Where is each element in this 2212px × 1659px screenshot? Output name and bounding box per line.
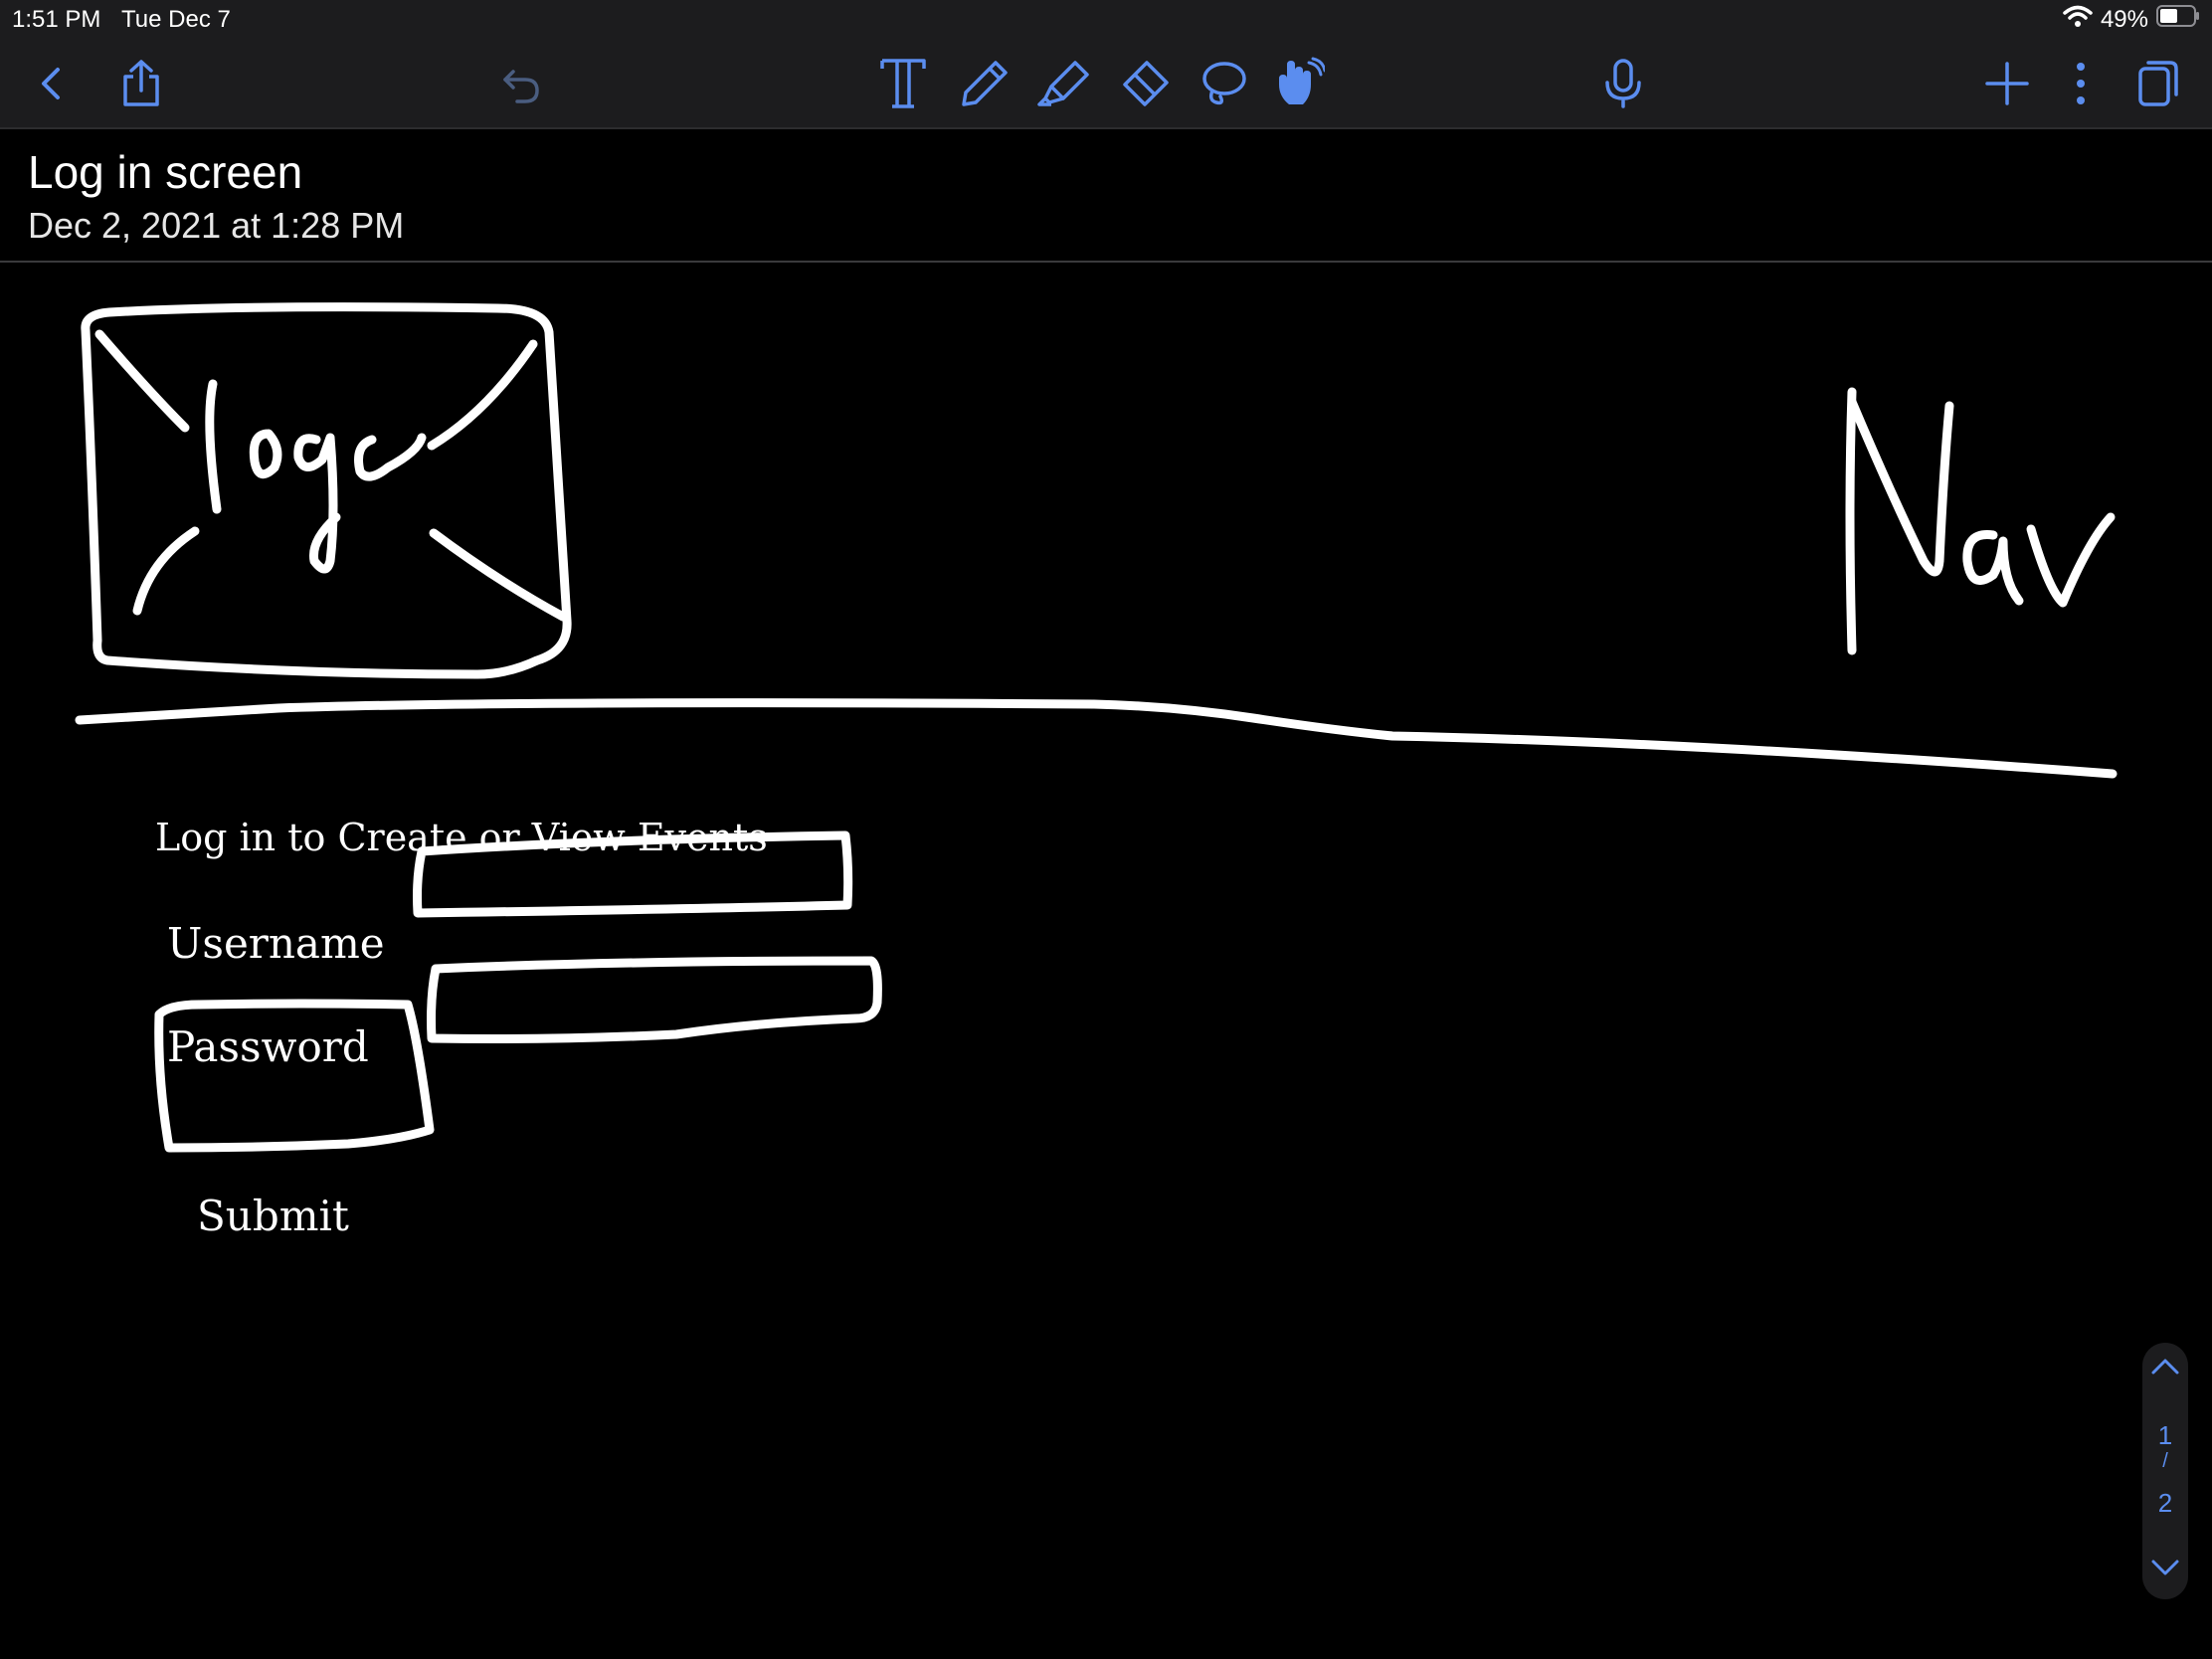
password-label: Password [167,1022,369,1071]
nav-handwriting [1962,530,2024,606]
nav-handwriting [1845,387,1857,655]
submit-box-sketch [154,999,435,1153]
nav-handwriting [2026,512,2116,608]
logo-box-sketch [427,339,538,451]
logo-handwriting [354,433,427,481]
note-title[interactable]: Log in screen [28,146,303,198]
touch-icon[interactable] [1269,54,1329,113]
logo-box-sketch [94,329,190,433]
password-box-sketch [427,956,882,1043]
note-canvas[interactable]: Log in to Create or View Events Username… [0,263,2212,1659]
page-up-icon[interactable] [2150,1357,2180,1381]
pages-icon[interactable] [2128,54,2188,113]
username-box-sketch [413,830,853,918]
page-down-icon[interactable] [2150,1558,2180,1581]
highlighter-icon[interactable] [1034,54,1094,113]
note-date: Dec 2, 2021 at 1:28 PM [28,205,405,246]
battery-icon [2156,5,2200,34]
handwriting-layer [75,302,2118,1153]
status-indicators: 49% [2063,4,2200,35]
divider-sketch [75,698,2118,779]
logo-box-sketch [132,526,200,616]
logo-handwriting [205,379,222,514]
logo-handwriting [293,433,341,574]
status-bar: 1:51 PM Tue Dec 7 49% [0,0,2212,40]
eraser-icon[interactable] [1114,54,1174,113]
undo-icon[interactable] [491,54,551,113]
lasso-icon[interactable] [1194,54,1253,113]
submit-label: Submit [197,1192,349,1240]
status-date: Tue Dec 7 [121,6,231,33]
username-label: Username [167,919,385,968]
status-time: 1:51 PM [12,6,101,33]
logo-handwriting [249,429,282,479]
microphone-icon[interactable] [1593,54,1653,113]
note-header: Log in screen Dec 2, 2021 at 1:28 PM [0,129,2212,263]
more-icon[interactable] [2051,54,2111,113]
pencil-icon[interactable] [955,54,1014,113]
back-icon[interactable] [22,54,82,113]
toolbar [0,40,2212,129]
total-pages: 2 [2157,1488,2173,1518]
login-heading: Log in to Create or View Events [155,816,768,859]
share-icon[interactable] [111,54,171,113]
wifi-icon [2063,4,2093,35]
battery-percent: 49% [2100,5,2148,33]
current-page: 1 [2157,1420,2173,1450]
logo-box-sketch [429,528,568,622]
nav-handwriting [1847,397,1954,577]
add-icon[interactable] [1977,54,2037,113]
logo-box-sketch [81,302,572,679]
page-separator: / [2162,1450,2168,1472]
text-tool-icon[interactable] [873,54,933,113]
page-scroller: 1 / 2 [2142,1343,2188,1599]
